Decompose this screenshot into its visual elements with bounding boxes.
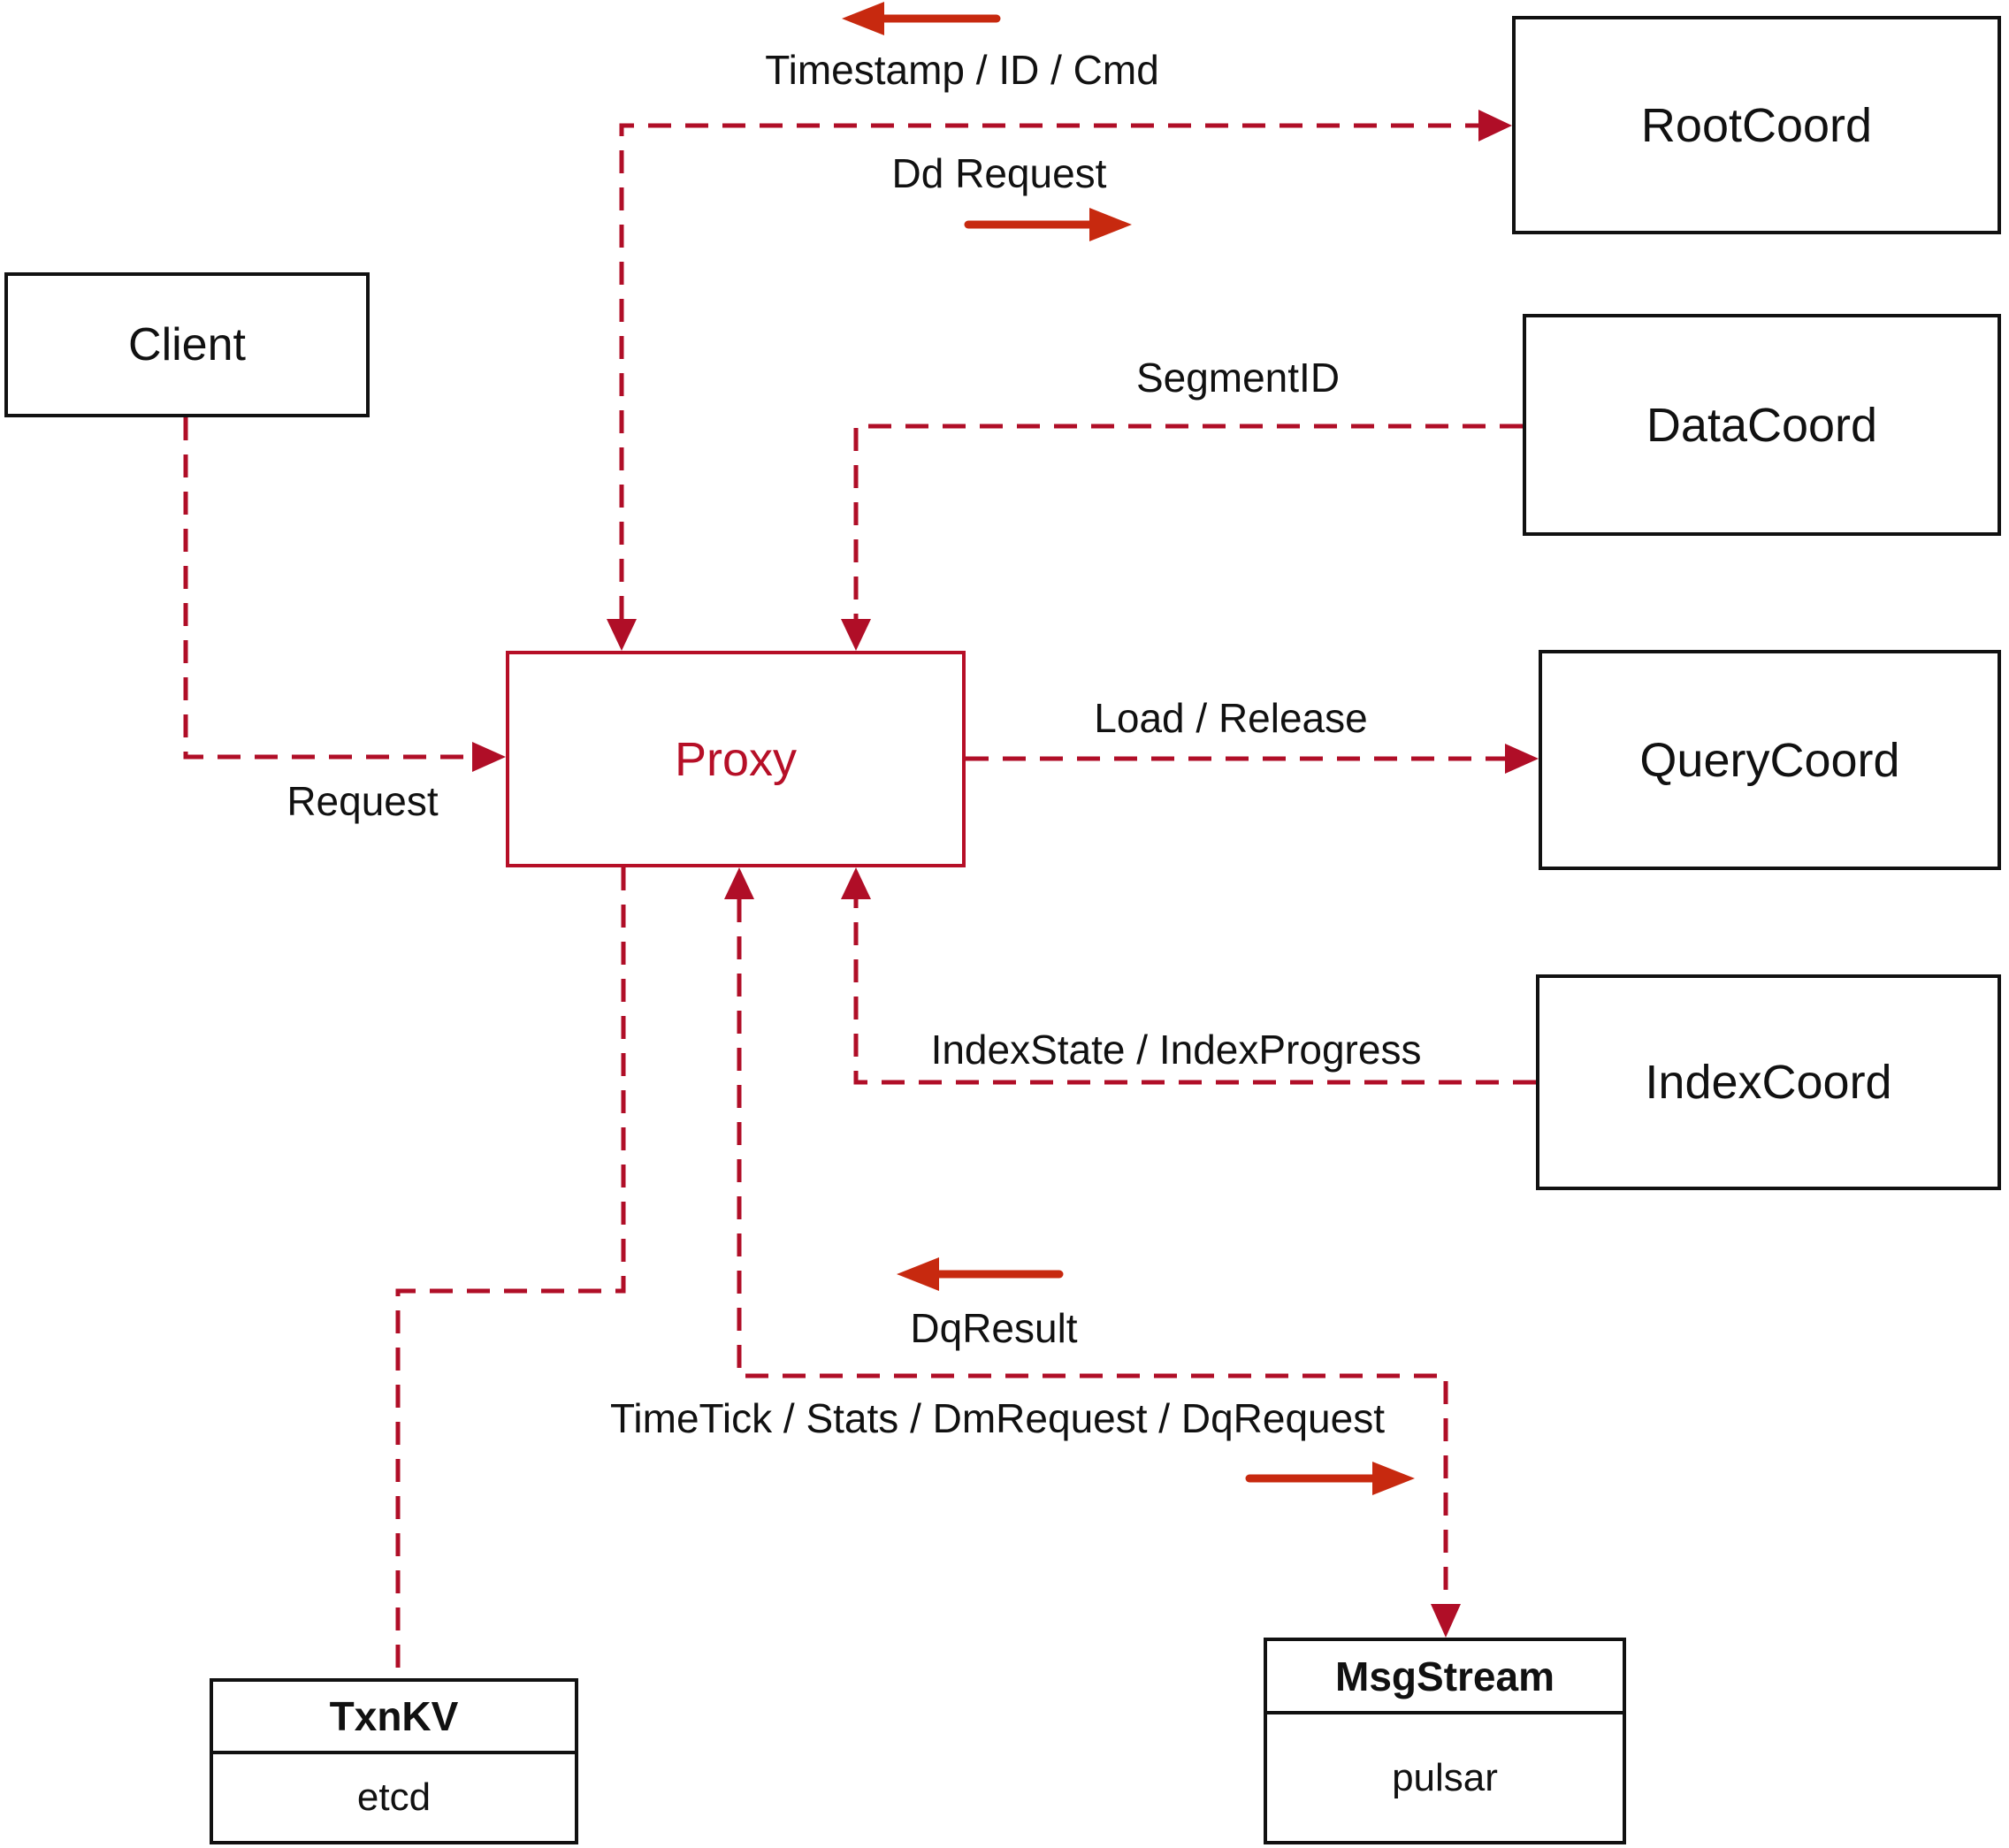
edge-label-timetick-stats-dmrequest-dqrequest: TimeTick / Stats / DmRequest / DqRequest: [610, 1395, 1385, 1441]
edge-label-request: Request: [286, 778, 439, 824]
node-rootcoord: RootCoord: [1512, 16, 2001, 234]
node-client-label: Client: [128, 319, 246, 370]
edge-label-segmentid: SegmentID: [1135, 355, 1341, 401]
arrowhead-rootcoord-into-proxy: [607, 619, 637, 651]
direction-arrow-right-dd-request: [964, 208, 1132, 241]
edge-label-dd-request: Dd Request: [891, 150, 1107, 196]
node-indexcoord: IndexCoord: [1536, 974, 2001, 1190]
edge-proxy-txnkv: [395, 867, 626, 1678]
edge-label-dqresult: DqResult: [910, 1305, 1078, 1351]
node-txnkv-impl: etcd: [356, 1775, 432, 1819]
edge-label-load-release: Load / Release: [1094, 695, 1368, 741]
direction-arrow-left-timestamp: [842, 2, 1001, 35]
arrowhead-into-msgstream: [1431, 1604, 1461, 1638]
node-rootcoord-label: RootCoord: [1640, 98, 1873, 152]
arrowhead-into-rootcoord: [1478, 110, 1512, 141]
node-msgstream-impl: pulsar: [1392, 1755, 1498, 1799]
node-proxy: Proxy: [506, 651, 966, 867]
arrowhead-indexcoord-into-proxy: [841, 867, 871, 899]
node-indexcoord-label: IndexCoord: [1645, 1056, 1892, 1109]
node-txnkv: TxnKV etcd: [210, 1678, 578, 1844]
node-msgstream: MsgStream pulsar: [1264, 1638, 1626, 1844]
edge-proxy-msgstream: [737, 899, 1448, 1604]
node-client: Client: [4, 272, 370, 417]
node-querycoord: QueryCoord: [1539, 650, 2001, 870]
direction-arrow-right-timetick: [1245, 1462, 1415, 1495]
edge-indexcoord-proxy: [853, 899, 1536, 1085]
arrowhead-datacoord-into-proxy: [841, 619, 871, 651]
node-proxy-label: Proxy: [674, 732, 798, 786]
node-datacoord-label: DataCoord: [1646, 398, 1878, 452]
node-txnkv-title: TxnKV: [213, 1682, 575, 1754]
edge-client-proxy: [183, 417, 472, 760]
node-msgstream-title: MsgStream: [1267, 1641, 1623, 1714]
node-datacoord: DataCoord: [1523, 314, 2001, 536]
direction-arrow-left-dqresult: [897, 1257, 1064, 1291]
edge-datacoord-proxy: [853, 424, 1523, 619]
edge-label-indexstate-indexprogress: IndexState / IndexProgress: [930, 1027, 1422, 1073]
edge-label-timestamp-id-cmd: Timestamp / ID / Cmd: [765, 47, 1159, 93]
edge-proxy-rootcoord: [619, 123, 1478, 619]
node-querycoord-label: QueryCoord: [1639, 733, 1900, 787]
arrowhead-into-querycoord: [1505, 744, 1539, 774]
arrowhead-msgstream-into-proxy: [724, 867, 754, 899]
arrowhead-into-proxy-left: [472, 742, 506, 772]
